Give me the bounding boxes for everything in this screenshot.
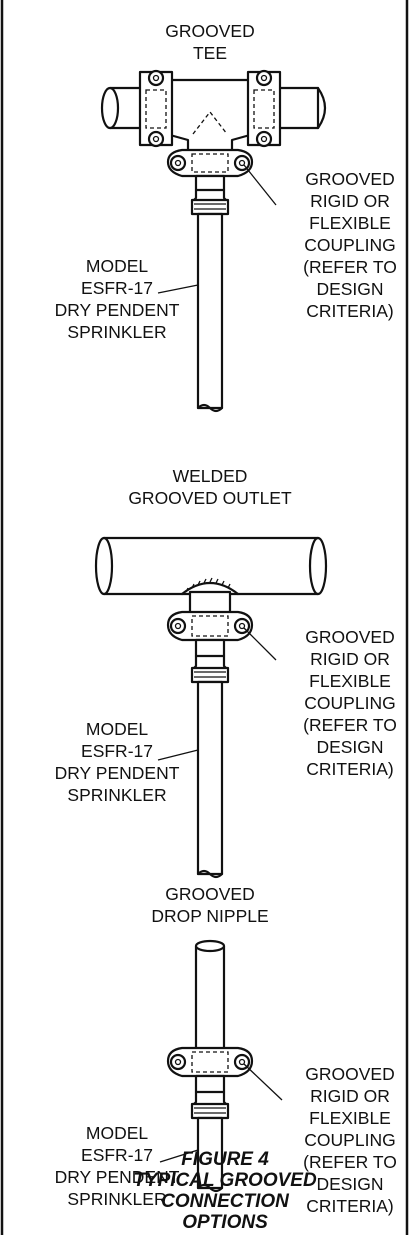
drop-nipple-assembly (159, 939, 283, 1193)
label-line: COUPLING (304, 1130, 396, 1150)
label-line: (REFER TO (303, 715, 397, 735)
label-line: CRITERIA) (306, 759, 394, 779)
tee-left-bolt-top (147, 69, 165, 87)
drop-nipple-pipe (194, 944, 226, 1056)
title-line: GROOVED (165, 21, 255, 41)
drop-nipple-coupling-label: GROOVED RIGID OR FLEXIBLE COUPLING (REFE… (290, 1063, 410, 1217)
caption-line: CONNECTION (161, 1191, 289, 1212)
label-line: SPRINKLER (67, 322, 167, 342)
welded-pipe-end-right (308, 536, 328, 596)
label-line: RIGID OR (310, 191, 390, 211)
drop-coupling-leader (243, 1063, 283, 1101)
label-line: GROOVED (305, 169, 395, 189)
label-line: MODEL (85, 719, 149, 739)
drop-nipple-sprinkler-label: MODEL ESFR-17 DRY PENDENT SPRINKLER (52, 1122, 182, 1210)
grooved-tee-coupling-label: GROOVED RIGID OR FLEXIBLE COUPLING (REFE… (290, 168, 410, 322)
label-line: (REFER TO (303, 257, 397, 277)
welded-coupling-leader (243, 627, 277, 661)
label-line: ESFR-17 (81, 278, 153, 298)
welded-sprinkler-leader (157, 749, 199, 761)
title-line: WELDED (172, 466, 248, 486)
welded-run-pipe (102, 536, 320, 596)
label-line: DESIGN (316, 279, 384, 299)
drop-sprinkler-hex (190, 1102, 230, 1120)
label-line: MODEL (85, 256, 149, 276)
title-line: GROOVED OUTLET (128, 488, 292, 508)
tee-sprinkler-leader (157, 284, 199, 294)
label-line: FLEXIBLE (309, 671, 391, 691)
caption-line: OPTIONS (182, 1212, 268, 1233)
grooved-tee-title: GROOVED TEE (150, 20, 270, 64)
label-line: CRITERIA) (306, 301, 394, 321)
label-line: RIGID OR (310, 1086, 390, 1106)
tee-pipe-end-right (316, 86, 327, 130)
tee-body (168, 78, 252, 154)
caption-line: FIGURE 4 (181, 1149, 269, 1170)
drop-nipple-top-end (194, 939, 226, 953)
label-line: DESIGN (316, 737, 384, 757)
label-line: RIGID OR (310, 649, 390, 669)
tee-outlet-coupling (166, 148, 254, 178)
tee-right-bolt-top (255, 69, 273, 87)
welded-outlet-coupling-label: GROOVED RIGID OR FLEXIBLE COUPLING (REFE… (290, 626, 410, 780)
label-line: COUPLING (304, 693, 396, 713)
welded-outlet-assembly (94, 536, 328, 879)
grooved-tee-sprinkler-label: MODEL ESFR-17 DRY PENDENT SPRINKLER (52, 255, 182, 343)
label-line: DESIGN (316, 1174, 384, 1194)
grooved-tee-assembly (100, 69, 327, 413)
figure-caption: FIGURE 4 TYPICAL GROOVED CONNECTION OPTI… (60, 1149, 390, 1233)
label-line: SPRINKLER (67, 1189, 167, 1209)
welded-pipe-end-left (94, 536, 114, 596)
tee-sprinkler-barrel (196, 212, 224, 410)
tee-right-bolt-bottom (255, 130, 273, 148)
label-line: GROOVED (305, 627, 395, 647)
welded-outlet-title: WELDED GROOVED OUTLET (120, 465, 300, 509)
tee-left-bolt-bottom (147, 130, 165, 148)
label-line: DRY PENDENT (54, 1167, 180, 1187)
label-line: ESFR-17 (81, 741, 153, 761)
tee-hidden-lines (192, 110, 228, 135)
label-line: ESFR-17 (81, 1145, 153, 1165)
drop-nipple-title: GROOVED DROP NIPPLE (130, 883, 290, 927)
drop-nipple-coupling (166, 1046, 254, 1078)
title-line: DROP NIPPLE (151, 906, 269, 926)
label-line: GROOVED (305, 1064, 395, 1084)
label-line: SPRINKLER (67, 785, 167, 805)
label-line: DRY PENDENT (54, 300, 180, 320)
label-line: MODEL (85, 1123, 149, 1143)
welded-outlet-sprinkler-label: MODEL ESFR-17 DRY PENDENT SPRINKLER (52, 718, 182, 806)
tee-coupling-leader (243, 164, 277, 206)
welded-outlet-coupling (166, 610, 254, 642)
caption-line: TYPICAL GROOVED (133, 1170, 317, 1191)
drop-sprinkler-leader (159, 1149, 199, 1163)
tee-pipe-end-left (100, 86, 120, 130)
welded-sprinkler-hex (190, 666, 230, 684)
label-line: (REFER TO (303, 1152, 397, 1172)
label-line: FLEXIBLE (309, 213, 391, 233)
welded-sprinkler-barrel (196, 680, 224, 876)
title-line: GROOVED (165, 884, 255, 904)
label-line: COUPLING (304, 235, 396, 255)
label-line: CRITERIA) (306, 1196, 394, 1216)
tee-sprinkler-hex (190, 198, 230, 216)
label-line: FLEXIBLE (309, 1108, 391, 1128)
title-line: TEE (192, 43, 228, 63)
label-line: DRY PENDENT (54, 763, 180, 783)
